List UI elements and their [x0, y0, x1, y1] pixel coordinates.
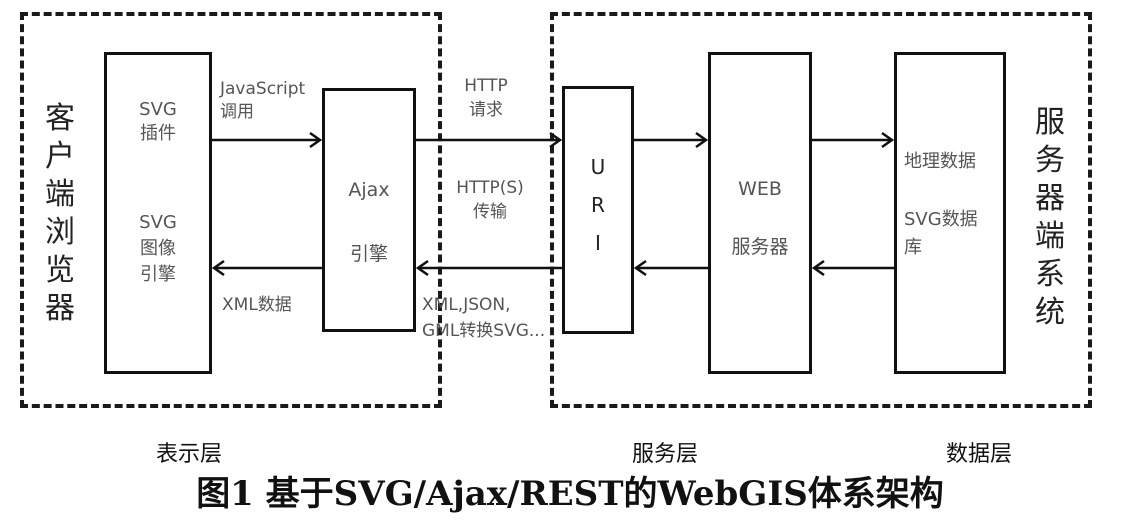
https-transfer-label: HTTP(S) 传输 — [456, 178, 524, 222]
geo-database-label: 地理数据 SVG数据 库 — [904, 151, 978, 258]
service-layer-label: 服务层 — [632, 442, 699, 467]
svg-plugin-label: SVG 插件 — [139, 99, 177, 144]
xml-json-label: XML,JSON, GML转换SVG... — [422, 295, 546, 341]
client-browser-region — [20, 12, 442, 408]
ajax-engine-label: Ajax 引擎 — [348, 179, 390, 265]
ajax-engine-box — [322, 88, 416, 332]
presentation-layer-label: 表示层 — [156, 442, 223, 467]
client-browser-title: 客 户 端 浏 览 器 — [45, 101, 75, 326]
http-request-label: HTTP 请求 — [464, 76, 508, 120]
uri-label: U R I — [590, 155, 606, 255]
web-server-box — [708, 52, 812, 374]
xml-data-label: XML数据 — [222, 295, 292, 315]
client-components-box — [104, 52, 212, 374]
web-server-label: WEB 服务器 — [731, 178, 789, 258]
server-system-title: 服 务 器 端 系 统 — [1035, 105, 1065, 330]
server-system-region — [550, 12, 1092, 408]
data-layer-label: 数据层 — [946, 442, 1013, 467]
uri-box — [562, 86, 634, 334]
figure-caption: 图1 基于SVG/Ajax/REST的WebGIS体系架构 — [196, 474, 944, 514]
svg-image-engine-label: SVG 图像 引擎 — [139, 212, 177, 285]
js-call-label: JavaScript 调用 — [220, 79, 306, 122]
geo-database-box — [894, 52, 1006, 374]
